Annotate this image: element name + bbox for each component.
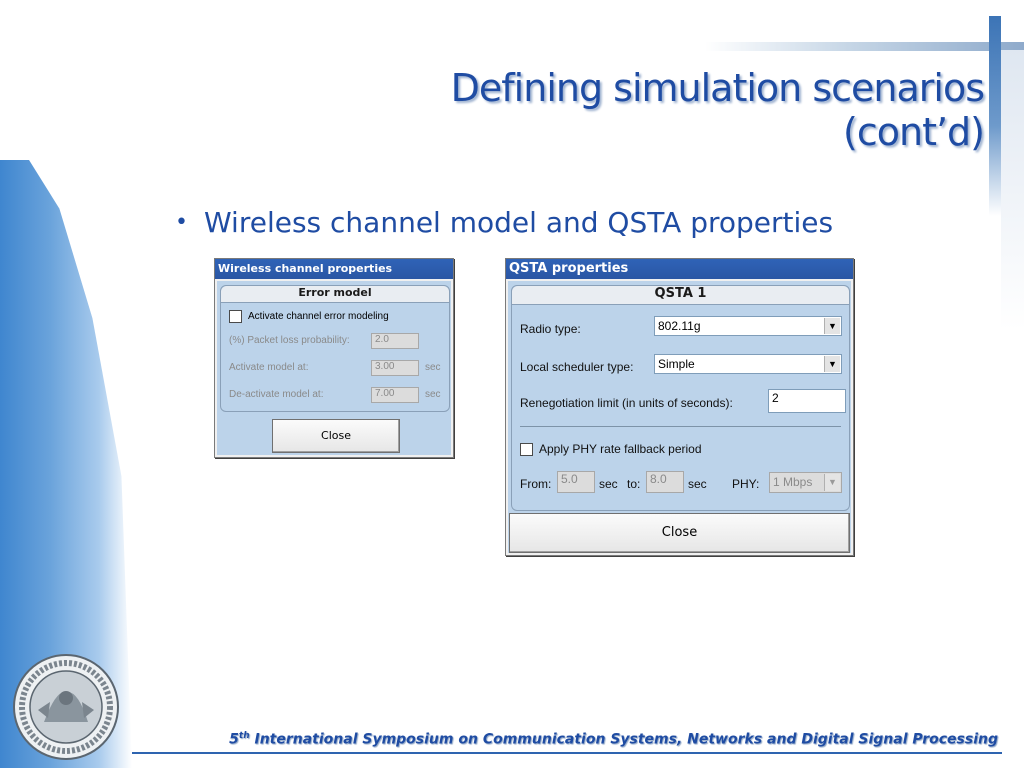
wireless-channel-dialog: Wireless channel properties Error model … bbox=[214, 258, 454, 458]
radio-type-label: Radio type: bbox=[520, 322, 581, 336]
wireless-close-button[interactable]: Close bbox=[272, 419, 400, 453]
from-label: From: bbox=[520, 477, 552, 491]
error-model-heading: Error model bbox=[221, 286, 449, 303]
scheduler-type-label: Local scheduler type: bbox=[520, 360, 634, 374]
phy-select[interactable]: 1 Mbps ▼ bbox=[769, 472, 842, 493]
vertical-decorative-rule bbox=[989, 16, 1001, 216]
to-label: to: bbox=[627, 477, 641, 491]
qsta-close-button[interactable]: Close bbox=[509, 513, 850, 553]
top-decorative-rule bbox=[705, 42, 1024, 51]
footer-conference-text: 5th International Symposium on Communica… bbox=[150, 731, 998, 748]
scheduler-type-select[interactable]: Simple ▼ bbox=[654, 354, 842, 374]
phy-label: PHY: bbox=[732, 477, 760, 491]
footer-rule bbox=[132, 752, 1002, 754]
activate-at-label: Activate model at: bbox=[229, 362, 309, 373]
from-field[interactable]: 5.0 bbox=[557, 471, 595, 493]
footer-conference-name: International Symposium on Communication… bbox=[249, 731, 998, 748]
slide-title: Defining simulation scenarios (cont’d) bbox=[450, 66, 985, 154]
phy-value: 1 Mbps bbox=[773, 475, 813, 489]
bullet-item: • Wireless channel model and QSTA proper… bbox=[175, 206, 833, 239]
activate-error-label: Activate channel error modeling bbox=[248, 311, 389, 322]
university-seal-logo bbox=[13, 654, 119, 760]
qsta-dialog-titlebar: QSTA properties bbox=[506, 259, 853, 279]
section-divider bbox=[520, 426, 841, 427]
bullet-dot-icon: • bbox=[175, 210, 188, 235]
phy-fallback-checkbox[interactable] bbox=[520, 442, 533, 456]
error-model-panel: Error model Activate channel error model… bbox=[220, 285, 450, 412]
packet-loss-field[interactable]: 2.0 bbox=[371, 333, 419, 349]
qsta-properties-dialog: QSTA properties QSTA 1 Radio type: 802.1… bbox=[505, 258, 854, 556]
qsta-1-panel: QSTA 1 Radio type: 802.11g ▼ Local sched… bbox=[511, 285, 850, 511]
to-unit: sec bbox=[688, 477, 707, 491]
deactivate-at-field[interactable]: 7.00 bbox=[371, 387, 419, 403]
activate-error-row[interactable]: Activate channel error modeling bbox=[229, 310, 389, 323]
footer-number: 5 bbox=[229, 731, 239, 748]
radio-type-select[interactable]: 802.11g ▼ bbox=[654, 316, 842, 336]
right-decorative-fade bbox=[1001, 50, 1024, 330]
radio-type-value: 802.11g bbox=[658, 319, 701, 333]
to-field[interactable]: 8.0 bbox=[646, 471, 684, 493]
renegotiation-input[interactable]: 2 bbox=[768, 389, 846, 413]
deactivate-at-unit: sec bbox=[425, 389, 441, 400]
bullet-text: Wireless channel model and QSTA properti… bbox=[203, 206, 834, 239]
qsta-1-heading: QSTA 1 bbox=[512, 286, 849, 305]
phy-fallback-label: Apply PHY rate fallback period bbox=[539, 442, 702, 456]
chevron-down-icon[interactable]: ▼ bbox=[824, 474, 840, 491]
activate-error-checkbox[interactable] bbox=[229, 310, 242, 323]
activate-at-field[interactable]: 3.00 bbox=[371, 360, 419, 376]
from-unit: sec bbox=[599, 477, 618, 491]
chevron-down-icon[interactable]: ▼ bbox=[824, 356, 840, 372]
deactivate-at-label: De-activate model at: bbox=[229, 389, 324, 400]
activate-at-unit: sec bbox=[425, 362, 441, 373]
wireless-dialog-body: Error model Activate channel error model… bbox=[217, 281, 451, 455]
wireless-dialog-titlebar: Wireless channel properties bbox=[215, 259, 453, 279]
chevron-down-icon[interactable]: ▼ bbox=[824, 318, 840, 334]
packet-loss-label: (%) Packet loss probability: bbox=[229, 335, 350, 346]
phy-fallback-row[interactable]: Apply PHY rate fallback period bbox=[520, 442, 702, 456]
scheduler-type-value: Simple bbox=[658, 357, 695, 371]
renegotiation-label: Renegotiation limit (in units of seconds… bbox=[520, 396, 733, 410]
qsta-dialog-body: QSTA 1 Radio type: 802.11g ▼ Local sched… bbox=[508, 281, 851, 553]
footer-ordinal-suffix: th bbox=[238, 731, 250, 741]
